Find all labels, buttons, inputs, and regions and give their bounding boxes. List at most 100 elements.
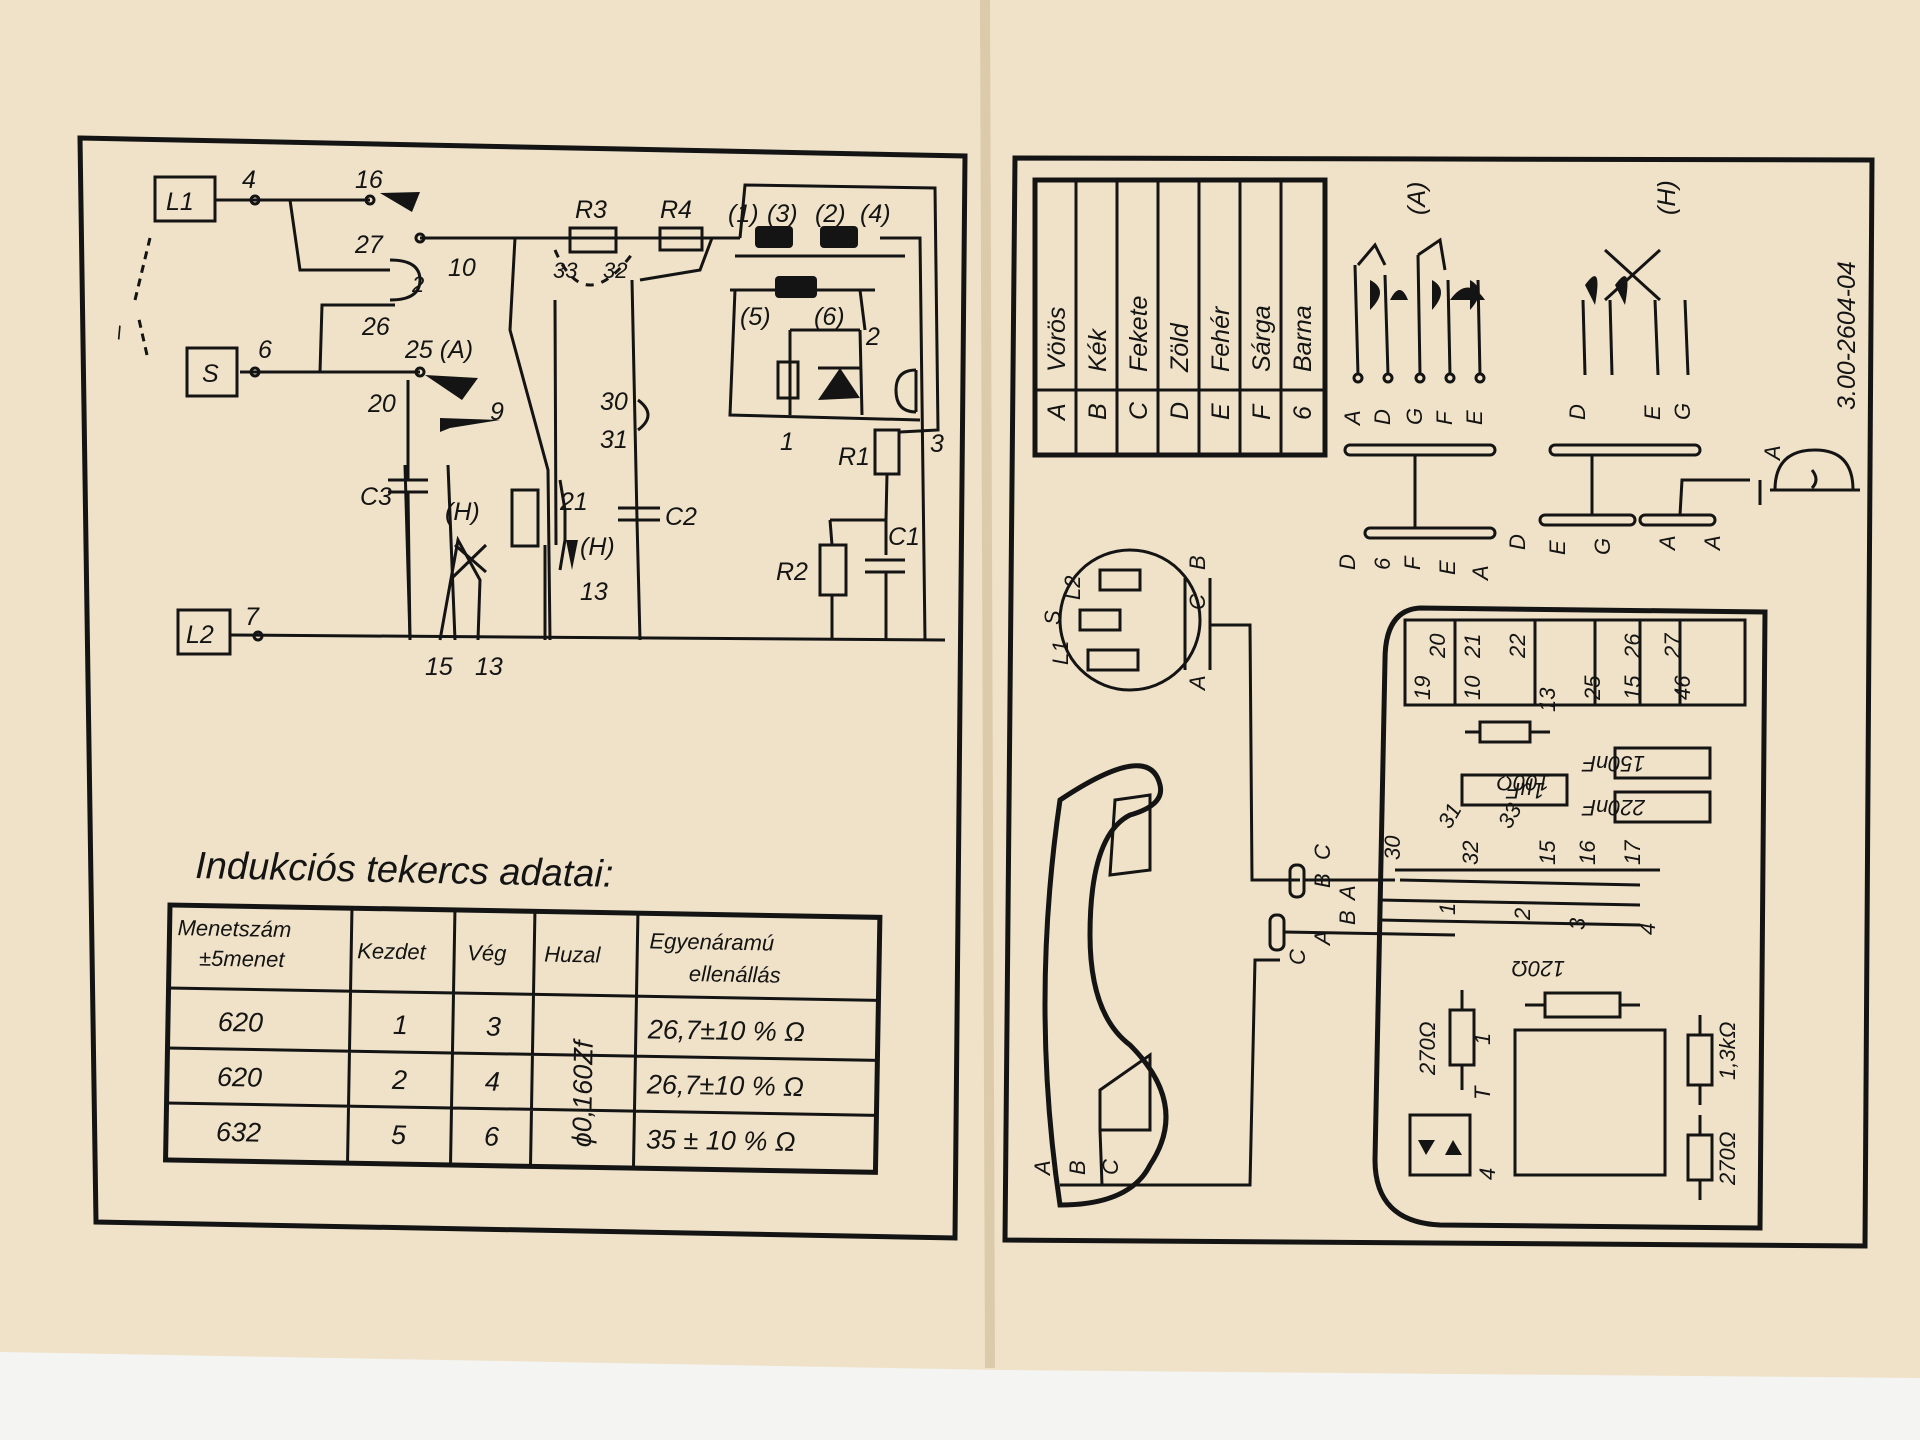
term-19: 19 (1410, 676, 1435, 700)
pcb-30: 30 (1380, 835, 1405, 860)
label-r1: R1 (838, 443, 870, 471)
legend-code-6: 6 (1289, 406, 1317, 420)
handset (1042, 763, 1169, 1208)
table-cell-wire: ϕ0,160Zf (567, 1038, 599, 1148)
table-cell-r1-end: 3 (486, 1012, 502, 1042)
resistor-270a-label: 270Ω (1415, 1022, 1440, 1076)
bus-label-a2: A (1655, 535, 1680, 552)
legend-name-c: Fekete (1125, 296, 1153, 372)
term-13: 13 (1535, 687, 1560, 712)
pcb-16: 16 (1575, 840, 1600, 865)
table-cell-r2-resistance: 26,7±10 % Ω (646, 1069, 804, 1102)
pcb-pin-4: 4 (1635, 923, 1660, 935)
table-cell-r3-resistance: 35 ± 10 % Ω (646, 1124, 796, 1157)
winding-2: (2) (815, 200, 846, 228)
node-27: 27 (354, 231, 384, 259)
term-22: 22 (1505, 634, 1530, 659)
pcb-outline (1372, 605, 1768, 1231)
bus-label-d: D (1335, 554, 1360, 570)
term-15: 15 (1620, 675, 1645, 700)
earpiece-node-3: 3 (930, 430, 944, 458)
label-r2: R2 (776, 558, 808, 586)
legend-code-c: C (1125, 401, 1153, 420)
handset-pin-b: B (1065, 1160, 1090, 1175)
transistor-label: T (1470, 1085, 1495, 1100)
bus-label-f: F (1400, 555, 1425, 570)
label-r3: R3 (575, 196, 607, 224)
plug1-a: A (1335, 885, 1360, 902)
socket-l2: L2 (1060, 576, 1085, 600)
legend-name-e: Fehér (1207, 305, 1235, 372)
table-cell-r1-start: 1 (393, 1010, 409, 1040)
table-cell-r3-end: 6 (484, 1122, 501, 1152)
node-21: 21 (559, 488, 588, 516)
legend-name-d: Zöld (1166, 322, 1194, 373)
legend-code-b: B (1084, 403, 1112, 420)
legend-code-d: D (1166, 402, 1194, 420)
pin-a-e: E (1462, 410, 1487, 425)
node-6: 6 (258, 336, 272, 364)
table-cell-r3-start: 5 (391, 1120, 408, 1150)
socket-c: C (1185, 594, 1210, 610)
hook-label-h2: (H) (580, 533, 615, 561)
bus-label-g: G (1590, 538, 1615, 555)
transistor-pin-1: 1 (1470, 1033, 1495, 1045)
terminal-l2: L2 (186, 621, 214, 649)
pin-h-e: E (1640, 405, 1665, 420)
table-cell-r2-end: 4 (485, 1067, 501, 1097)
bus-label-6: 6 (1370, 557, 1395, 570)
node-7: 7 (245, 603, 260, 631)
coil-data-table: Menetszám ±5menet Kezdet Vég Huzal Egyen… (163, 902, 883, 1175)
pcb-15: 15 (1535, 840, 1560, 865)
pcb-pin-3: 3 (1565, 917, 1590, 930)
col-header-turns: Menetszám (177, 915, 291, 942)
pcb-pin-1: 1 (1435, 903, 1460, 915)
label-r4: R4 (660, 196, 692, 224)
diode-pin-4: 4 (1475, 1168, 1500, 1180)
node-33: 33 (553, 258, 578, 283)
term-25: 25 (1580, 675, 1605, 701)
col-header-end: Vég (467, 940, 507, 966)
winding-5: (5) (740, 303, 771, 331)
group-a-label: (A) (1403, 182, 1431, 215)
document-number: 3.00-2604-04 (1833, 261, 1861, 410)
legend-name-b: Kék (1084, 327, 1112, 372)
table-cell-r2-start: 2 (391, 1065, 408, 1095)
coil-data-title: Indukciós tekercs adatai: (195, 845, 614, 896)
term-46: 46 (1670, 675, 1695, 700)
legend-code-e: E (1207, 403, 1235, 420)
bell-label: A (1760, 445, 1785, 462)
resistor-120-label: 120Ω (1512, 956, 1565, 981)
ic-block (1513, 1028, 1667, 1177)
bus-label-a: A (1468, 565, 1493, 582)
pin-h-d: D (1565, 404, 1590, 420)
pcb-pin-2: 2 (1510, 908, 1535, 921)
node-15: 15 (425, 653, 453, 681)
resistor-270b-label: 270Ω (1715, 1132, 1740, 1186)
plug1-b: B (1310, 873, 1335, 888)
term-20: 20 (1425, 633, 1450, 659)
table-cell-r1-turns: 620 (218, 1007, 264, 1038)
pcb-32: 32 (1458, 841, 1483, 865)
terminal-s-box (185, 346, 239, 398)
label-c2: C2 (665, 503, 697, 531)
winding-4: (4) (860, 200, 891, 228)
node-16: 16 (355, 166, 383, 194)
legend-code-f: F (1248, 403, 1276, 420)
earpiece-symbol (894, 368, 918, 414)
term-27: 27 (1660, 633, 1685, 659)
plug2-c: C (1285, 949, 1310, 965)
node-20: 20 (367, 390, 396, 418)
col-header-resistance-2: ellenállás (689, 961, 781, 988)
plug2-a: A (1310, 930, 1335, 947)
bus-label-e: E (1435, 560, 1460, 575)
bus-label-d2: D (1505, 534, 1530, 550)
pin-h-g: G (1670, 403, 1695, 420)
hook-contact-marker: 2 (411, 272, 424, 297)
left-panel-circuit: L1 S L2 – 2 (77, 135, 968, 1241)
socket-a: A (1185, 675, 1210, 692)
table-cell-r3-turns: 632 (216, 1117, 262, 1148)
legend-name-f: Sárga (1248, 305, 1276, 372)
pin-a-d: D (1370, 409, 1395, 425)
node-31: 31 (600, 426, 628, 454)
